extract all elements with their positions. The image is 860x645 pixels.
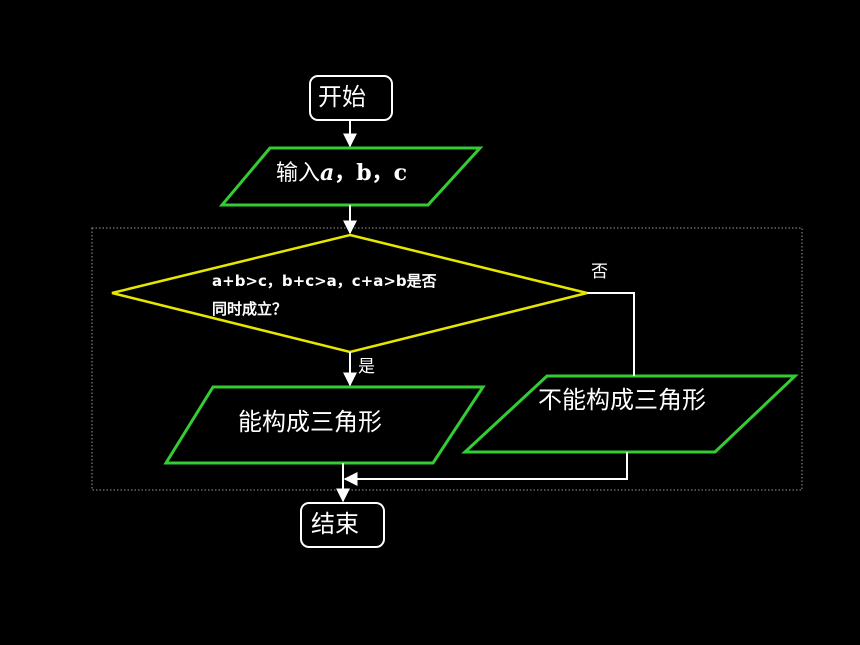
end-label: 结束 bbox=[311, 510, 359, 538]
no-branch-label: 否 bbox=[591, 262, 608, 282]
decision-line-2: 同时成立？ bbox=[212, 300, 288, 318]
decision-diamond bbox=[111, 233, 588, 354]
line-decision-to-no bbox=[587, 292, 635, 376]
yes-branch-label: 是 bbox=[358, 357, 375, 377]
input-parallelogram bbox=[218, 146, 484, 207]
input-label-var-a: a bbox=[320, 160, 335, 186]
output-no-parallelogram bbox=[461, 374, 799, 454]
output-yes-label: 能构成三角形 bbox=[238, 408, 382, 436]
input-label: 输入a，b，c bbox=[276, 162, 407, 185]
decision-group-frame bbox=[91, 227, 803, 491]
input-label-prefix: 输入 bbox=[276, 161, 321, 186]
decision-line-1: a+b>c，b+c>a，c+a>b是否 bbox=[212, 272, 437, 290]
output-yes-parallelogram bbox=[163, 385, 486, 465]
arrow-no-to-merge bbox=[343, 452, 628, 486]
end-terminal-box bbox=[300, 502, 385, 548]
input-label-rest: ，b，c bbox=[334, 160, 408, 186]
output-no-label: 不能构成三角形 bbox=[538, 386, 706, 414]
start-label: 开始 bbox=[318, 83, 366, 111]
